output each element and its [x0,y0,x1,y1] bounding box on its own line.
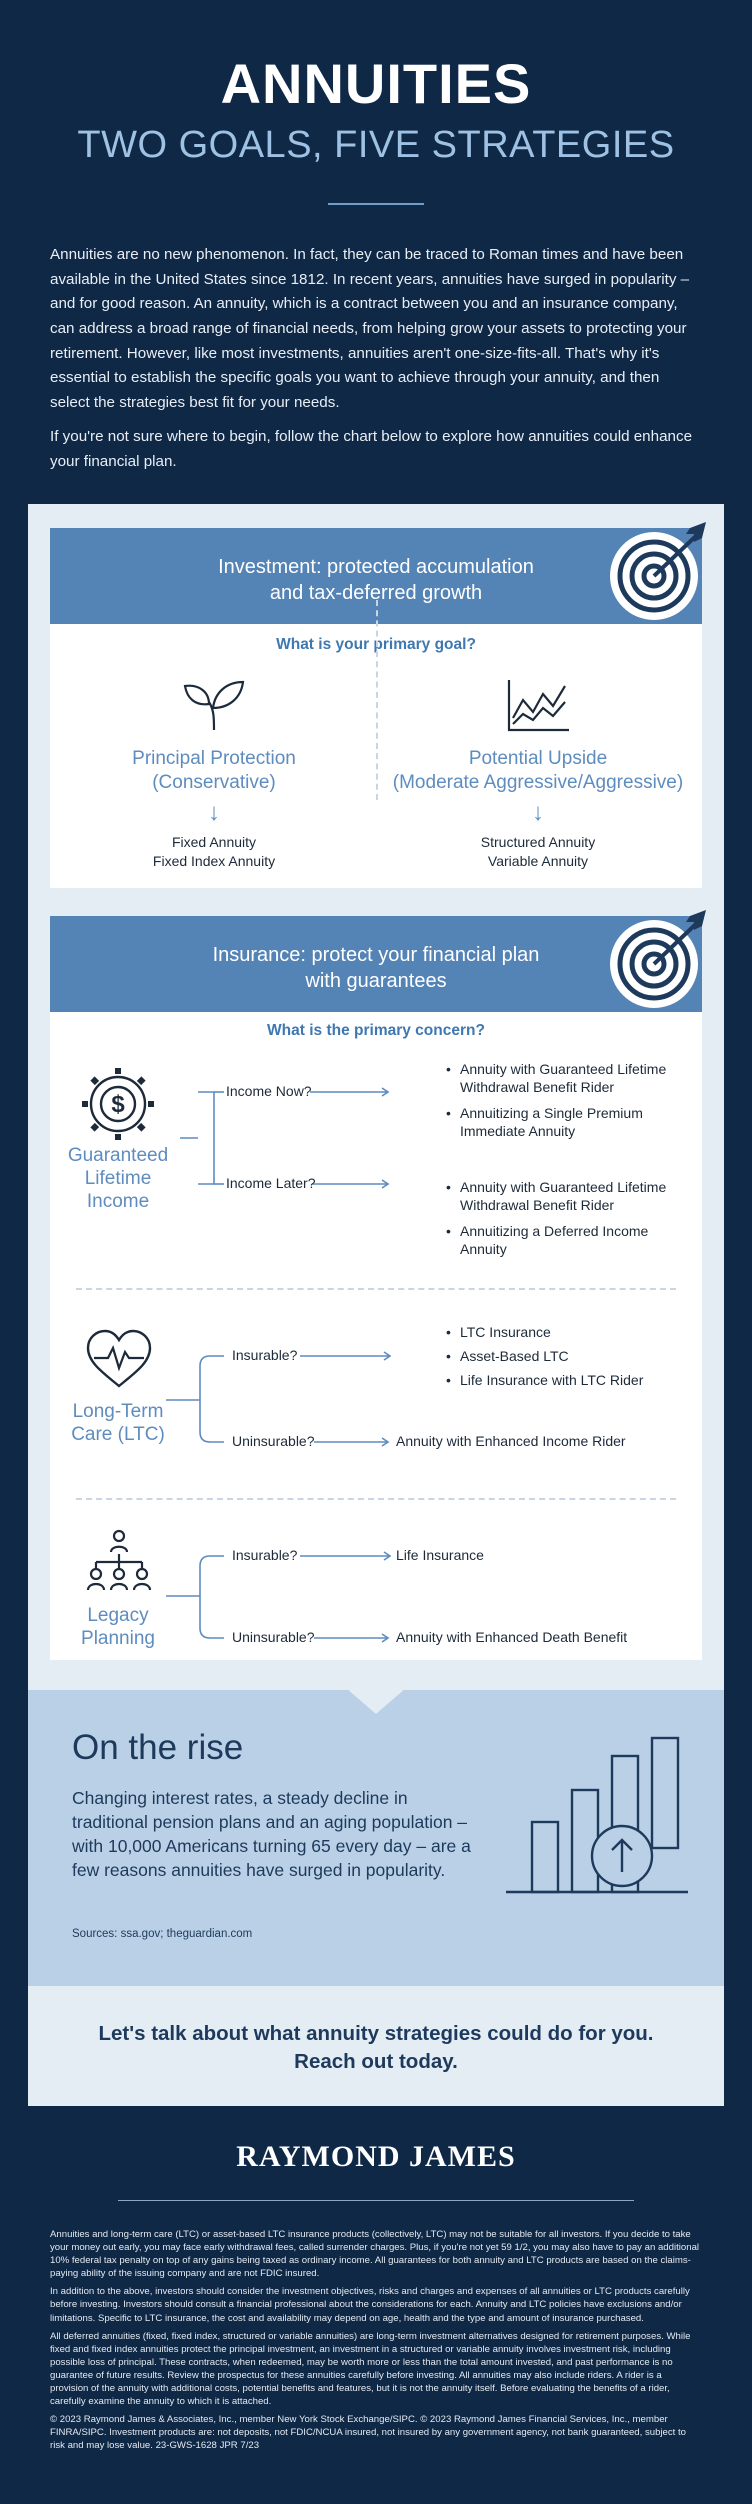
target-arrow-icon [610,522,706,620]
goal-title-line: Principal Protection [132,748,296,769]
intro: Annuities are no new phenomenon. In fact… [0,205,752,475]
title-divider [328,203,424,205]
column-divider [376,600,378,800]
principal-protection-column: Principal Protection (Conservative) ↓ Fi… [64,678,364,871]
ltc-uninsurable-label: Uninsurable? [232,1433,315,1449]
investment-heading-line: Investment: protected accumulation [218,556,534,578]
raymond-james-logo: RAYMOND JAMES [236,2140,516,2173]
line-chart-icon [507,680,569,732]
target-arrow-icon [610,910,706,1008]
sources-note: Sources: ssa.gov; theguardian.com [72,1928,253,1940]
product-list: Fixed Annuity Fixed Index Annuity [64,833,364,871]
on-the-rise-text: Changing interest rates, a steady declin… [72,1788,471,1880]
result-item: Life Insurance with LTC Rider [446,1371,686,1389]
cta-line: Reach out today. [294,2050,458,2073]
principal-protection-title: Principal Protection (Conservative) [64,747,364,795]
result-item: Annuitizing a Single Premium Immediate A… [446,1104,686,1140]
long-term-care-label: Long-Term Care (LTC) [58,1400,178,1446]
on-the-rise-section: On the rise Changing interest rates, a s… [28,1688,724,1986]
legacy-insurable-label: Insurable? [232,1547,298,1563]
concern-label-line: Lifetime [84,1168,152,1189]
result-item: Annuitizing a Deferred Income Annuity [446,1222,686,1258]
result-item: Annuity with Enhanced Income Rider [396,1433,626,1449]
down-arrow-icon: ↓ [532,799,544,826]
result-item: LTC Insurance [446,1323,686,1341]
result-item: Asset-Based LTC [446,1347,686,1365]
investment-card: Investment: protected accumulation and t… [50,522,706,888]
concern-label-line: Guaranteed [67,1145,169,1166]
guaranteed-lifetime-income-label: Guaranteed Lifetime Income [58,1144,178,1213]
sprout-icon [183,680,245,731]
intro-paragraph: Annuities are no new phenomenon. In fact… [50,246,690,411]
product-item: Variable Annuity [487,853,589,869]
result-item: Annuity with Enhanced Death Benefit [396,1629,628,1645]
product-list: Structured Annuity Variable Annuity [388,833,688,871]
footer-divider [118,2200,634,2201]
income-now-label: Income Now? [226,1083,312,1099]
heart-pulse-icon [86,1329,152,1388]
insurance-question: What is the primary concern? [267,1022,485,1039]
insurance-card: Insurance: protect your financial plan w… [50,910,706,1660]
investment-heading-line: and tax-deferred growth [269,582,483,604]
concern-label-line: Legacy [87,1605,149,1626]
page-title: ANNUITIES [220,52,532,115]
product-item: Fixed Annuity [171,834,257,850]
concern-label-line: Long-Term [72,1401,164,1422]
insurance-heading: Insurance: protect your financial plan w… [50,910,706,1012]
gear-dollar-icon: $ [82,1068,154,1140]
insurance-heading-line: with guarantees [305,970,447,992]
insurance-heading-line: Insurance: protect your financial plan [212,944,540,966]
on-the-rise-title: On the rise [72,1728,244,1767]
concern-label-line: Planning [81,1628,155,1649]
legacy-uninsurable-label: Uninsurable? [232,1629,315,1645]
disclosure-paragraph: All deferred annuities (fixed, fixed ind… [50,2330,691,2408]
legal-disclosures: Annuities and long-term care (LTC) or as… [50,2228,702,2458]
svg-text:$: $ [111,1091,125,1118]
goal-title-line: (Moderate Aggressive/Aggressive) [392,772,684,793]
page-subtitle: TWO GOALS, FIVE STRATEGIES [77,124,675,166]
income-later-label: Income Later? [226,1175,316,1191]
down-arrow-icon: ↓ [208,799,220,826]
flow-connectors [166,1087,392,1643]
result-item: Life Insurance [396,1547,484,1563]
section-notch [346,1688,406,1714]
disclosure-paragraph: In addition to the above, investors shou… [50,2286,690,2324]
section-divider [76,1288,676,1290]
potential-upside-column: Potential Upside (Moderate Aggressive/Ag… [388,678,688,871]
disclosure-paragraph: Annuities and long-term care (LTC) or as… [50,2229,700,2280]
result-item: Annuity with Guaranteed Lifetime Withdra… [446,1178,686,1214]
product-item: Fixed Index Annuity [152,853,276,869]
cta-line: Let's talk about what annuity strategies… [98,2022,654,2045]
legacy-planning-label: Legacy Planning [58,1604,178,1650]
potential-upside-title: Potential Upside (Moderate Aggressive/Ag… [388,747,688,795]
bar-chart-growth-icon [506,1736,688,1894]
ltc-insurable-label: Insurable? [232,1347,298,1363]
goal-title-line: Potential Upside [468,748,608,769]
disclosure-paragraph: © 2023 Raymond James & Associates, Inc.,… [50,2414,687,2452]
hero: ANNUITIES TWO GOALS, FIVE STRATEGIES [0,0,752,205]
result-item: Annuity with Guaranteed Lifetime Withdra… [446,1060,686,1096]
concern-label-line: Income [86,1191,150,1212]
goal-title-line: (Conservative) [152,772,276,793]
family-tree-icon [86,1529,152,1591]
intro-paragraph: If you're not sure where to begin, follo… [50,428,693,470]
product-item: Structured Annuity [480,834,596,850]
section-divider [76,1498,676,1500]
strategy-panel: Investment: protected accumulation and t… [28,504,724,2106]
call-to-action: Let's talk about what annuity strategies… [28,1986,724,2106]
concern-label-line: Care (LTC) [71,1424,165,1445]
